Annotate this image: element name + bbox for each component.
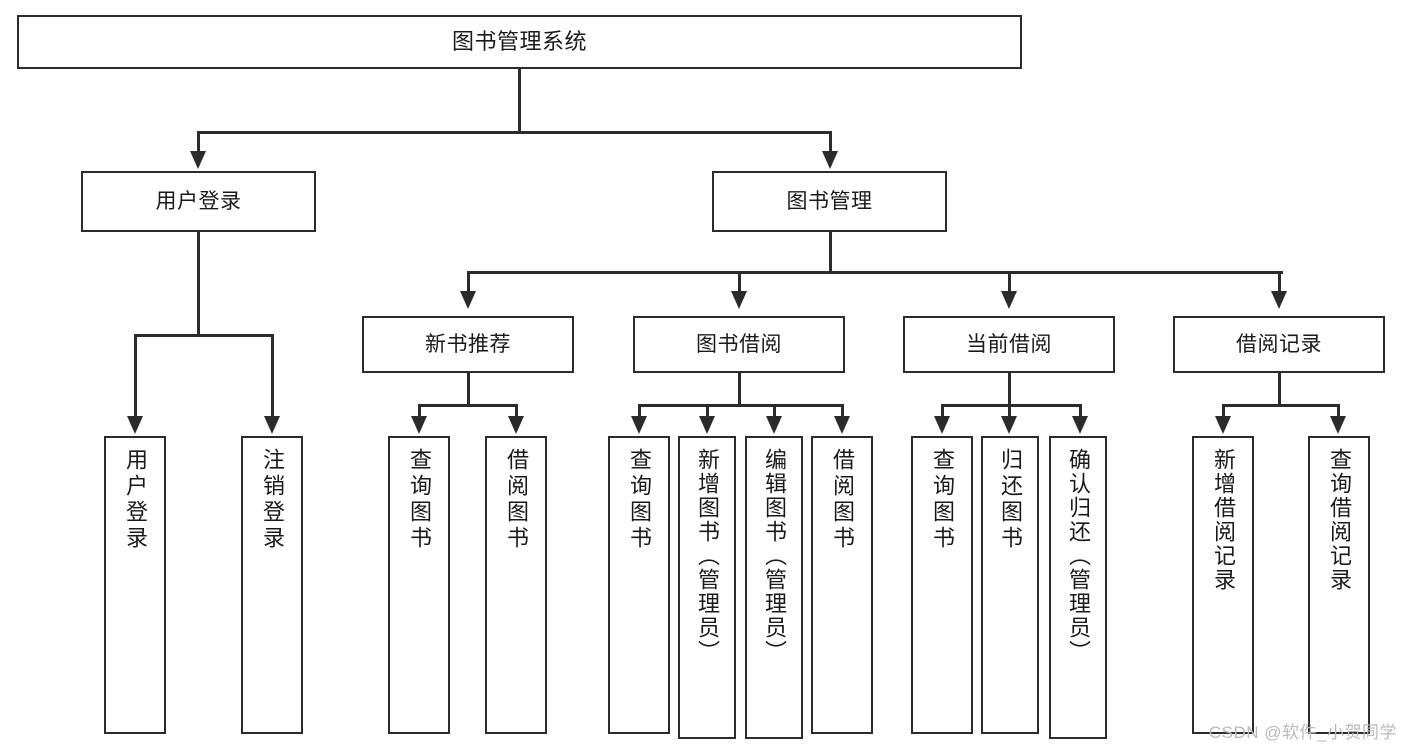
arrow-to-edit-book [766,416,782,434]
node-leaf-query-borrow-record[interactable]: 查询借阅记录 [1308,436,1370,734]
node-label: 编辑图书（管理员） [762,448,787,664]
connector-current-borrow-drop-1 [941,404,944,418]
node-label: 借阅图书 [830,448,855,552]
node-label: 新书推荐 [425,332,511,356]
arrow-to-query-book-3 [934,416,950,434]
node-leaf-add-book-admin[interactable]: 新增图书（管理员） [678,436,736,739]
node-label: 图书管理系统 [451,28,587,54]
node-label: 用户登录 [123,448,148,552]
arrow-to-borrow-book-2 [834,416,850,434]
connector-level3-drop-3 [1008,271,1011,293]
node-label: 归还图书 [998,448,1023,552]
arrow-to-add-borrow-record [1215,416,1231,434]
connector-root-bus [197,131,831,134]
arrow-to-book-borrow [731,291,747,309]
connector-new-book-bus [418,404,517,407]
connector-user-login-stem [197,232,200,336]
node-leaf-borrow-book-recommend[interactable]: 借阅图书 [485,436,547,734]
connector-book-borrow-drop-2 [706,404,709,418]
connector-borrow-record-stem [1278,373,1281,406]
connector-level3-drop-2 [738,271,741,293]
node-label: 图书借阅 [696,332,782,356]
node-label: 新增图书（管理员） [695,448,720,664]
node-leaf-logout[interactable]: 注销登录 [241,436,303,734]
arrow-to-logout-leaf [264,416,280,434]
node-label: 当前借阅 [966,332,1052,356]
connector-root-drop-right [829,131,832,153]
arrow-to-add-book [699,416,715,434]
node-leaf-confirm-return-admin[interactable]: 确认归还（管理员） [1049,436,1107,739]
node-leaf-add-borrow-record[interactable]: 新增借阅记录 [1192,436,1254,734]
arrow-to-user-login-leaf [127,416,143,434]
node-leaf-query-book-current[interactable]: 查询图书 [911,436,973,734]
arrow-to-query-book-1 [411,416,427,434]
node-label: 用户登录 [155,189,242,213]
arrow-to-return-book [1001,416,1017,434]
connector-new-book-stem [467,373,470,406]
connector-borrow-record-bus [1222,404,1339,407]
connector-book-management-stem [829,232,832,273]
arrow-to-current-borrow [1001,291,1017,309]
arrow-to-query-borrow-record [1330,416,1346,434]
connector-borrow-record-drop-2 [1337,404,1340,418]
node-book-management[interactable]: 图书管理 [712,171,947,232]
connector-level3-drop-4 [1278,271,1281,293]
connector-book-borrow-drop-4 [841,404,844,418]
connector-book-borrow-drop-1 [638,404,641,418]
connector-book-borrow-bus [638,404,843,407]
connector-new-book-drop-2 [515,404,518,418]
node-current-borrow[interactable]: 当前借阅 [903,316,1115,373]
node-label: 查询图书 [407,448,432,552]
connector-current-borrow-stem [1008,373,1011,406]
node-label: 查询图书 [930,448,955,552]
node-leaf-user-login[interactable]: 用户登录 [104,436,166,734]
node-leaf-edit-book-admin[interactable]: 编辑图书（管理员） [745,436,803,739]
arrow-to-confirm-return [1072,416,1088,434]
connector-current-borrow-drop-2 [1008,404,1011,418]
node-label: 注销登录 [260,448,285,552]
node-label: 新增借阅记录 [1211,448,1236,592]
node-label: 查询借阅记录 [1327,448,1352,592]
node-leaf-return-book[interactable]: 归还图书 [981,436,1039,734]
connector-book-borrow-stem [738,373,741,406]
watermark-text: CSDN @软件_小贺同学 [1208,723,1397,742]
arrow-to-book-management [822,151,838,169]
arrow-to-user-login [190,151,206,169]
node-new-book-recommend[interactable]: 新书推荐 [362,316,574,373]
node-book-borrow[interactable]: 图书借阅 [633,316,845,373]
connector-current-borrow-bus [941,404,1081,407]
connector-user-login-drop-2 [271,334,274,418]
node-leaf-borrow-book[interactable]: 借阅图书 [811,436,873,734]
connector-level3-drop-1 [467,271,470,293]
node-leaf-query-book-recommend[interactable]: 查询图书 [388,436,450,734]
connector-book-borrow-drop-3 [773,404,776,418]
arrow-to-borrow-record [1271,291,1287,309]
node-label: 图书管理 [786,189,873,213]
node-leaf-query-book-borrow[interactable]: 查询图书 [608,436,670,734]
node-label: 借阅记录 [1236,332,1322,356]
connector-user-login-bus [134,334,273,337]
node-user-login[interactable]: 用户登录 [81,171,316,232]
connector-current-borrow-drop-3 [1079,404,1082,418]
node-label: 查询图书 [627,448,652,552]
connector-user-login-drop-1 [134,334,137,418]
arrow-to-query-book-2 [631,416,647,434]
arrow-to-borrow-book-1 [508,416,524,434]
connector-root-drop-left [197,131,200,153]
connector-root-stem [518,69,521,132]
node-label: 确认归还（管理员） [1066,448,1091,664]
connector-borrow-record-drop-1 [1222,404,1225,418]
node-label: 借阅图书 [504,448,529,552]
node-root-book-management-system[interactable]: 图书管理系统 [17,15,1022,69]
arrow-to-new-book-recommend [460,291,476,309]
node-borrow-record[interactable]: 借阅记录 [1173,316,1385,373]
connector-level3-bus [467,271,1283,274]
connector-new-book-drop-1 [418,404,421,418]
